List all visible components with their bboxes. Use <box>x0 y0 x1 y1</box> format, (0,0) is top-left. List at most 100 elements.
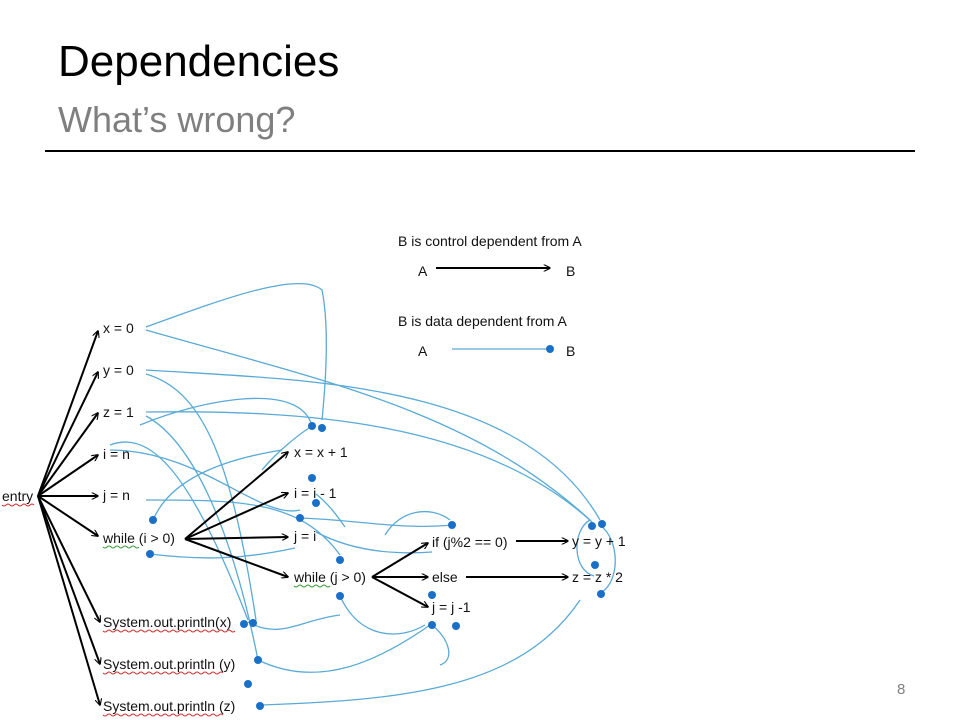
node-else: else <box>432 569 458 585</box>
control-edge <box>37 495 100 705</box>
data-dot <box>146 550 154 558</box>
data-edge <box>145 369 601 521</box>
node-if-j: if (j%2 == 0) <box>432 534 507 550</box>
node-j-dec: j = j -1 <box>431 599 471 615</box>
control-edge <box>37 495 98 536</box>
slide-title: Dependencies <box>58 37 340 86</box>
node-print-y: System.out.println (y) <box>103 656 235 672</box>
title-divider <box>45 150 915 152</box>
data-edge <box>149 547 296 559</box>
data-edge <box>145 499 341 556</box>
data-edge <box>576 519 595 577</box>
control-edge <box>184 452 288 540</box>
node-i-n: i = n <box>103 446 130 462</box>
spellcheck-underline <box>102 713 224 717</box>
data-dot <box>336 556 344 564</box>
data-edge <box>145 329 591 521</box>
node-j-n: j = n <box>102 487 130 503</box>
legend-data-from: A <box>418 343 428 359</box>
node-while-i: while (i > 0) <box>102 530 175 546</box>
data-dot <box>591 561 599 569</box>
legend-data-dot <box>546 345 554 353</box>
grammar-underline <box>293 584 331 588</box>
control-edge <box>371 543 428 578</box>
node-entry: entry <box>2 488 33 504</box>
control-edge <box>37 331 98 497</box>
data-edge <box>145 373 257 621</box>
control-edge <box>184 493 288 540</box>
data-edge <box>261 599 581 706</box>
data-dot <box>597 590 605 598</box>
data-dot <box>312 499 320 507</box>
legend-control-caption: B is control dependent from A <box>398 233 582 249</box>
node-y0: y = 0 <box>103 362 134 378</box>
control-edge <box>37 372 98 497</box>
data-edge <box>109 441 249 621</box>
spellcheck-underline <box>1 503 35 507</box>
control-edge <box>184 537 288 539</box>
nodes: entry x = 0 y = 0 z = 1 i = n j = n whil… <box>1 320 626 717</box>
data-dot <box>336 592 344 600</box>
control-edge <box>37 495 100 622</box>
data-edge <box>339 595 426 635</box>
data-edge <box>139 397 313 427</box>
legend-control-from: A <box>418 263 428 279</box>
data-dot <box>448 521 456 529</box>
data-dot <box>296 514 304 522</box>
data-edge <box>315 493 346 528</box>
data-edge <box>145 411 593 523</box>
data-dot <box>308 474 316 482</box>
data-dot <box>254 656 262 664</box>
data-dot <box>318 424 326 432</box>
node-i-dec: i = i - 1 <box>294 485 337 501</box>
legend: B is control dependent from A A B B is d… <box>398 233 582 359</box>
control-edge <box>37 495 100 664</box>
data-edge <box>145 282 327 421</box>
data-edges <box>109 282 616 706</box>
spellcheck-underline <box>102 671 224 675</box>
data-edge <box>299 517 453 527</box>
data-dots <box>146 422 606 710</box>
data-dot <box>428 591 436 599</box>
control-edge <box>371 576 428 607</box>
data-dot <box>308 422 316 430</box>
data-edge <box>152 449 283 521</box>
node-x0: x = 0 <box>103 320 134 336</box>
data-edge <box>257 624 431 673</box>
data-dot <box>149 516 157 524</box>
control-edges <box>37 331 568 705</box>
node-print-x: System.out.println(x) <box>103 614 231 630</box>
data-edge <box>109 449 301 512</box>
data-dot <box>598 520 606 528</box>
data-dot <box>249 619 257 627</box>
control-edge <box>37 413 98 497</box>
data-edge <box>431 624 450 666</box>
data-dot <box>452 622 460 630</box>
node-print-z: System.out.println (z) <box>103 698 235 714</box>
data-edge <box>145 415 259 661</box>
node-j-i: j = i <box>293 528 316 544</box>
data-edge <box>261 425 313 471</box>
data-edge <box>384 510 451 536</box>
data-dot <box>588 522 596 530</box>
node-x-inc: x = x + 1 <box>294 444 348 460</box>
data-dot <box>244 680 252 688</box>
data-dot <box>428 621 436 629</box>
legend-data-to: B <box>566 343 575 359</box>
control-edge <box>184 538 288 577</box>
spellcheck-underline <box>102 629 236 633</box>
data-dot <box>240 620 248 628</box>
node-y-inc: y = y + 1 <box>572 533 626 549</box>
page-number: 8 <box>897 681 906 698</box>
node-z1: z = 1 <box>103 404 134 420</box>
data-dot <box>256 702 264 710</box>
grammar-underline <box>102 545 140 549</box>
legend-data-caption: B is data dependent from A <box>398 313 568 329</box>
data-edge <box>315 531 433 554</box>
slide-subtitle: What’s wrong? <box>58 99 296 140</box>
node-z-mul: z = z * 2 <box>572 569 623 585</box>
legend-control-to: B <box>566 263 575 279</box>
control-edge <box>37 455 98 497</box>
data-edge <box>247 614 341 630</box>
